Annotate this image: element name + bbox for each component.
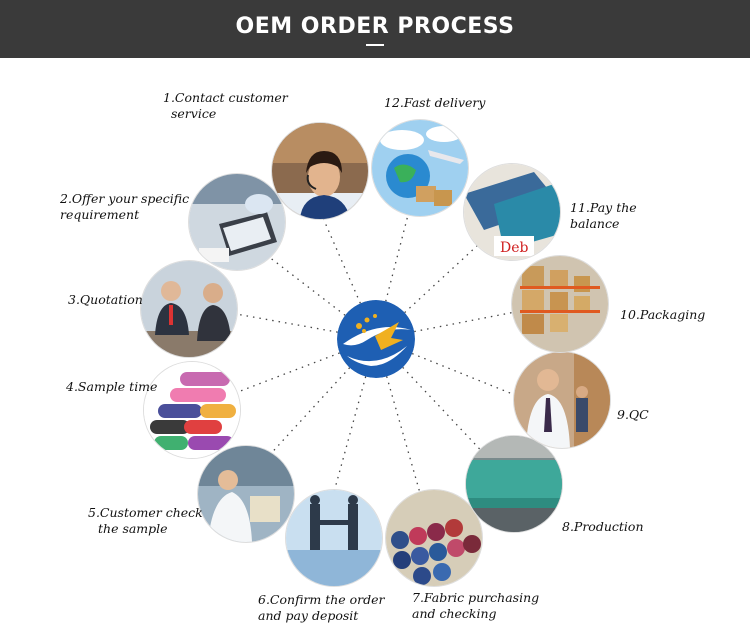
quotation-photo xyxy=(141,261,237,357)
handshake-photo xyxy=(286,490,382,586)
step-3-label: 3.Quotation xyxy=(68,292,143,308)
step-10-label: 10.Packaging xyxy=(620,307,705,323)
delivery-globe-photo xyxy=(372,120,468,216)
customer-service-photo xyxy=(272,123,368,219)
step-4-label: 4.Sample time xyxy=(66,379,157,395)
production-photo xyxy=(466,436,562,532)
requirement-photo xyxy=(189,174,285,270)
step-8-label: 8.Production xyxy=(562,519,644,535)
step-9-label: 9.QC xyxy=(617,407,649,423)
sample-rolls-photo xyxy=(144,362,240,458)
warehouse-photo xyxy=(512,256,608,352)
svg-text:Deb: Deb xyxy=(500,240,529,256)
customer-check-photo xyxy=(198,446,294,542)
quality-control-photo xyxy=(514,352,610,448)
credit-card-photo: Deb xyxy=(464,164,560,260)
step-12-label: 12.Fast delivery xyxy=(384,95,485,111)
company-logo xyxy=(337,300,415,378)
fabric-rolls-photo xyxy=(386,490,482,586)
